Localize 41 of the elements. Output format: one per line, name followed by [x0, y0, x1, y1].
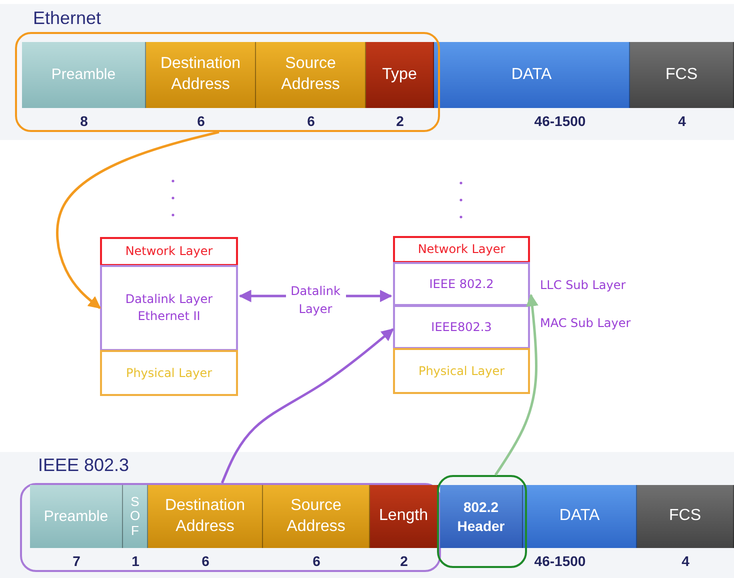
- frame-field: FCS: [630, 42, 734, 108]
- layer-box: IEEE 802.2: [393, 262, 530, 306]
- field-size: 2: [400, 553, 408, 569]
- layer-box: Network Layer: [100, 237, 238, 266]
- highlight-outline: [437, 475, 527, 568]
- layer-box: IEEE802.3: [393, 305, 530, 349]
- frame-field: Source Address: [263, 485, 370, 548]
- field-size: 1: [132, 553, 140, 569]
- layer-box: Physical Layer: [393, 348, 530, 394]
- field-size: 6: [307, 113, 315, 129]
- field-size: 46-1500: [534, 553, 586, 569]
- frame-field: FCS: [637, 485, 734, 548]
- field-size: 46-1500: [534, 113, 586, 129]
- sublayer-label: MAC Sub Layer: [540, 316, 631, 330]
- frame-field: Type: [366, 42, 434, 108]
- frame-field: SOF: [123, 485, 148, 548]
- frame-field: Destination Address: [148, 485, 263, 548]
- frame-field: Source Address: [256, 42, 366, 108]
- field-size: 6: [202, 553, 210, 569]
- layer-box: Physical Layer: [100, 350, 238, 396]
- sublayer-label: LLC Sub Layer: [540, 278, 626, 292]
- frame-title: IEEE 802.3: [38, 455, 130, 476]
- field-size: 2: [396, 113, 404, 129]
- layer-box: Network Layer: [393, 236, 530, 263]
- highlight-outline: [20, 483, 441, 572]
- highlight-outline: [15, 32, 440, 132]
- field-size: 4: [682, 553, 690, 569]
- frame-field: Destination Address: [146, 42, 256, 108]
- frame-field: DATA: [523, 485, 637, 548]
- frame-field: Preamble: [22, 42, 146, 108]
- frame-field: DATA: [434, 42, 630, 108]
- frame-field: 802.2 Header: [440, 485, 523, 548]
- layer-box: Datalink Layer Ethernet II: [100, 265, 238, 351]
- field-size: 8: [80, 113, 88, 129]
- frame-field: Length: [370, 485, 438, 548]
- field-size: 6: [312, 553, 320, 569]
- field-size: 6: [197, 113, 205, 129]
- field-size: 7: [72, 553, 80, 569]
- frame-field: Preamble: [30, 485, 123, 548]
- frame-title: Ethernet: [33, 8, 102, 29]
- field-size: 4: [678, 113, 686, 129]
